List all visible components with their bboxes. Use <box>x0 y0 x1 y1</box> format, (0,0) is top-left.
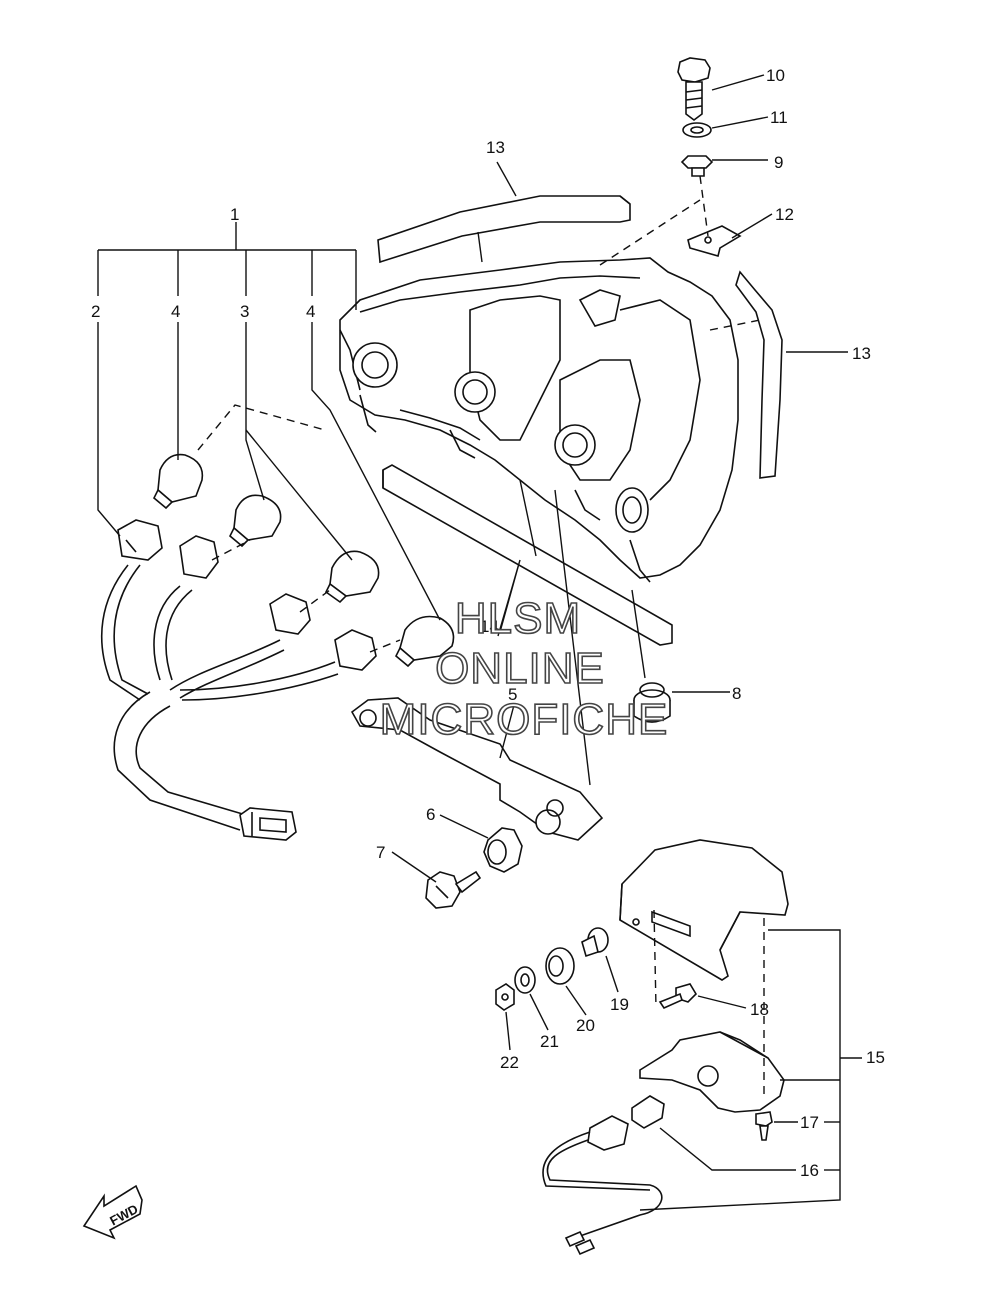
screw-18 <box>658 983 698 1010</box>
callout-13-side: 13 <box>852 344 871 363</box>
grommet-9 <box>680 155 714 177</box>
screw-17 <box>755 1111 773 1141</box>
reflector-strip <box>382 464 673 646</box>
assembly-axis-bolt <box>699 175 709 237</box>
callout-22: 22 <box>500 1053 519 1072</box>
seal-strip-side <box>735 270 783 479</box>
license-light-bulb <box>631 1095 665 1129</box>
washer-21 <box>514 966 536 994</box>
callout-2: 2 <box>91 302 100 321</box>
bulb-lower <box>395 615 455 668</box>
watermark: HLSM ONLINE MICROFICHE <box>379 593 669 745</box>
axis-grommet-8 <box>631 589 646 679</box>
seal-strip-upper <box>377 195 631 264</box>
callout-14: 14 <box>480 617 499 636</box>
callout-15: 15 <box>866 1048 885 1067</box>
callout-19: 19 <box>610 995 629 1014</box>
watermark-line-1: HLSM <box>455 594 581 643</box>
callout-4-left: 4 <box>171 302 180 321</box>
callout-11: 11 <box>770 108 788 127</box>
callout-1: 1 <box>230 205 239 224</box>
bulb-mid <box>229 494 282 548</box>
bulb-left <box>153 453 204 510</box>
fwd-arrow-icon: FWD <box>82 1184 143 1240</box>
tail-light-housing <box>197 199 761 583</box>
callout-7: 7 <box>376 843 385 862</box>
watermark-line-2: ONLINE <box>435 644 605 693</box>
callout-20: 20 <box>576 1016 595 1035</box>
license-light-base <box>639 1031 785 1113</box>
callout-10: 10 <box>766 66 785 85</box>
callout-4-right: 4 <box>306 302 315 321</box>
grommet-20 <box>545 947 575 985</box>
callout-12: 12 <box>775 205 794 224</box>
callout-21: 21 <box>540 1032 559 1051</box>
callout-9: 9 <box>774 153 783 172</box>
collar-19 <box>581 927 609 958</box>
bolt-7 <box>425 870 482 909</box>
license-light-socket-wire <box>542 1115 663 1256</box>
callout-18: 18 <box>750 1000 769 1019</box>
callout-8: 8 <box>732 684 741 703</box>
callout-3: 3 <box>240 302 249 321</box>
nut-plate-12 <box>687 225 742 257</box>
bulb-right <box>324 550 380 604</box>
bolt-10 <box>677 57 711 121</box>
grommet-6 <box>483 827 523 873</box>
nut-22 <box>495 983 515 1011</box>
washer-11 <box>682 122 712 138</box>
bracket-5 <box>350 697 604 841</box>
grommet-8 <box>633 682 671 723</box>
callout-17: 17 <box>800 1113 819 1132</box>
callout-16: 16 <box>800 1161 819 1180</box>
callout-6: 6 <box>426 805 435 824</box>
axis-license-cover <box>653 909 657 1009</box>
callout-labels: 1 2 3 4 4 5 6 7 8 9 10 11 12 13 13 14 15… <box>91 66 885 1180</box>
leader-lines <box>97 74 862 1211</box>
callout-5: 5 <box>508 685 517 704</box>
callout-13-top: 13 <box>486 138 505 157</box>
wiring-harness <box>100 519 401 841</box>
license-light-cover <box>619 839 789 981</box>
watermark-line-3: MICROFICHE <box>380 695 669 744</box>
